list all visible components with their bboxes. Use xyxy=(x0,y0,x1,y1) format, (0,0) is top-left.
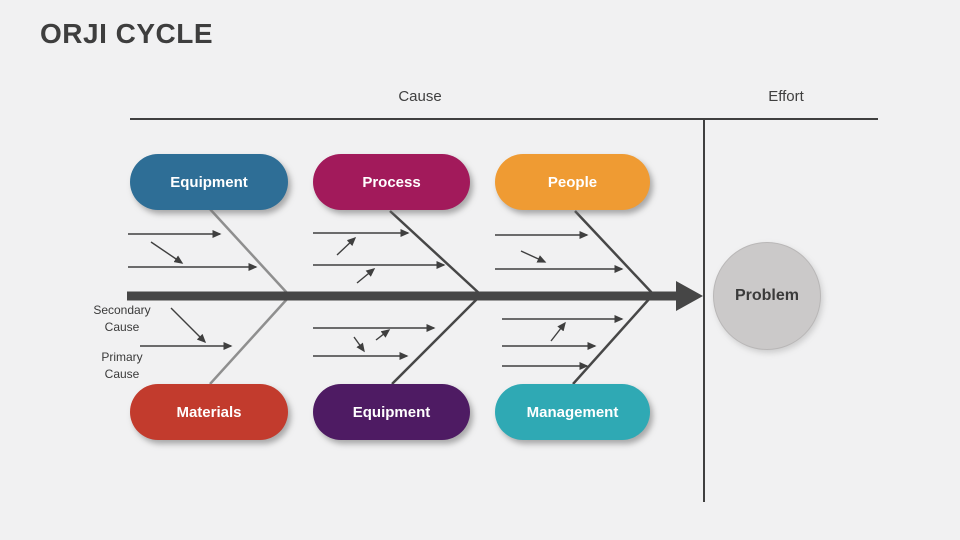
cause-effect-frame xyxy=(130,118,878,502)
category-pill-materials: Materials xyxy=(130,384,288,440)
category-pill-process: Process xyxy=(313,154,470,210)
rib-lines xyxy=(208,207,654,385)
cause-section-label: Cause xyxy=(398,88,442,105)
effort-section-label: Effort xyxy=(768,88,804,105)
category-pill-people: People xyxy=(495,154,650,210)
spine-arrow xyxy=(127,281,703,311)
category-pill-management: Management xyxy=(495,384,650,440)
slide-title: ORJI CYCLE xyxy=(40,18,214,49)
bone-arrows xyxy=(128,229,624,370)
category-pill-equipment-top: Equipment xyxy=(130,154,288,210)
category-pill-equipment-bottom: Equipment xyxy=(313,384,470,440)
secondary-cause-label: Secondary Cause xyxy=(93,303,151,335)
primary-cause-label: Primary Cause xyxy=(101,350,143,382)
problem-effect-node: Problem xyxy=(713,242,821,350)
